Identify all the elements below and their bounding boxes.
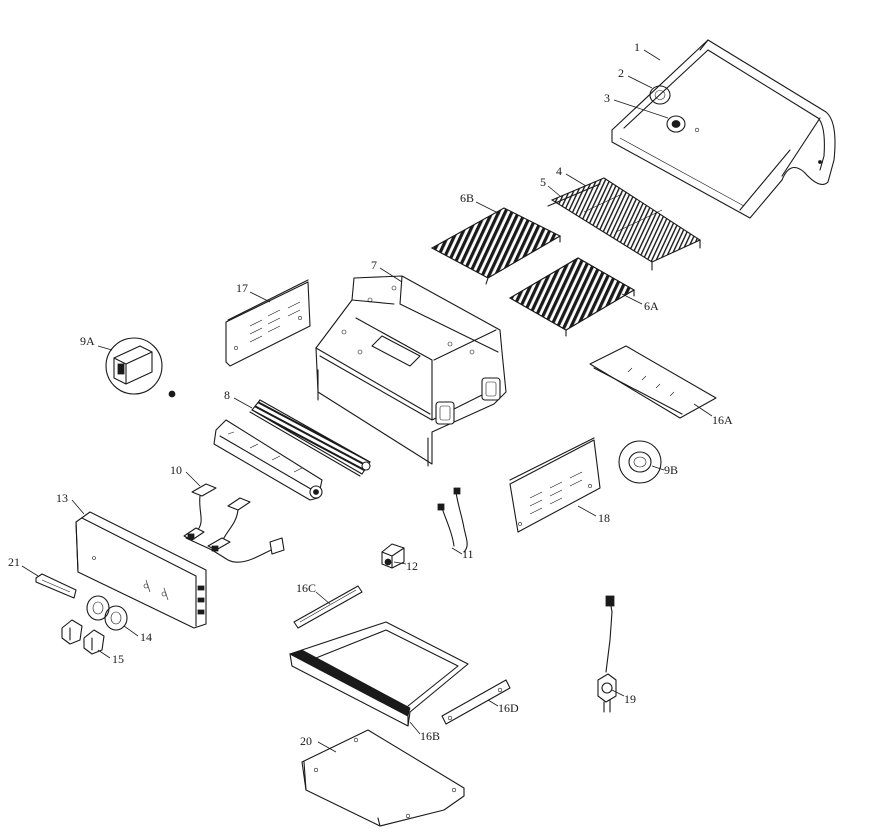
label-10: 10 — [170, 463, 182, 477]
callout-13: 13 — [56, 491, 85, 515]
label-16A: 16A — [712, 413, 733, 427]
callout-14: 14 — [123, 625, 152, 644]
callout-16A: 16A — [693, 403, 733, 427]
label-9B: 9B — [664, 463, 678, 477]
label-2: 2 — [618, 66, 624, 80]
callout-18: 18 — [577, 505, 610, 525]
label-18: 18 — [598, 511, 610, 525]
callout-2: 2 — [618, 66, 653, 89]
label-21: 21 — [8, 555, 20, 569]
logo-plate-part — [35, 573, 77, 599]
rear-heat-shield-part — [589, 345, 717, 419]
label-16D: 16D — [498, 701, 519, 715]
lid-part — [611, 39, 836, 219]
control-panel-part — [75, 511, 207, 629]
callout-11: 11 — [451, 547, 474, 561]
side-handle-right-part — [618, 440, 662, 484]
callout-6B: 6B — [460, 191, 501, 215]
label-15: 15 — [112, 652, 124, 666]
firebox-part — [315, 275, 507, 467]
label-11: 11 — [462, 547, 474, 561]
side-panel-left-part — [225, 279, 311, 367]
regulator-hose-part — [597, 595, 617, 713]
label-4: 4 — [556, 164, 562, 178]
side-panel-right-part — [509, 437, 601, 533]
grease-tray-rail-left-part — [293, 585, 363, 629]
callout-16D: 16D — [487, 699, 519, 715]
callout-7: 7 — [371, 258, 403, 283]
control-bezel-part — [86, 595, 128, 631]
label-17: 17 — [236, 281, 248, 295]
callout-1: 1 — [634, 40, 661, 61]
callout-16B: 16B — [409, 721, 440, 743]
grease-tray-rail-right-part — [441, 679, 511, 725]
label-14: 14 — [140, 630, 152, 644]
callout-19: 19 — [611, 689, 636, 706]
callout-6A: 6A — [621, 293, 659, 313]
temperature-gauge-part — [649, 85, 671, 105]
callout-4: 4 — [556, 164, 587, 187]
callout-9B: 9B — [651, 463, 678, 477]
ignition-wires-part — [437, 487, 468, 553]
label-6A: 6A — [644, 299, 659, 313]
grease-tray-part — [288, 621, 469, 727]
heat-plate-part — [249, 399, 371, 477]
label-16C: 16C — [296, 581, 316, 595]
cooking-grate-right-part — [508, 257, 636, 337]
callout-17: 17 — [236, 281, 271, 303]
callout-12: 12 — [393, 559, 418, 573]
control-knob-part — [61, 619, 105, 655]
label-5: 5 — [540, 175, 546, 189]
label-7: 7 — [371, 258, 377, 272]
callout-15: 15 — [97, 649, 124, 666]
lid-badge-part — [666, 115, 700, 133]
callout-16C: 16C — [296, 581, 331, 605]
burner-assembly-part — [213, 419, 371, 501]
callout-8: 8 — [224, 388, 253, 409]
label-16B: 16B — [420, 729, 440, 743]
callout-20: 20 — [300, 734, 337, 753]
label-1: 1 — [634, 40, 640, 54]
callout-10: 10 — [170, 463, 201, 487]
side-handle-left-part — [105, 337, 176, 398]
label-6B: 6B — [460, 191, 474, 205]
bottom-shelf-part — [301, 729, 465, 827]
callout-21: 21 — [8, 555, 39, 577]
valve-manifold-part — [183, 483, 285, 563]
callout-5: 5 — [540, 175, 561, 197]
callout-3: 3 — [604, 91, 669, 119]
callout-9A: 9A — [80, 334, 113, 351]
label-20: 20 — [300, 734, 312, 748]
label-13: 13 — [56, 491, 68, 505]
label-3: 3 — [604, 91, 610, 105]
igniter-part — [381, 543, 405, 569]
label-9A: 9A — [80, 334, 95, 348]
label-8: 8 — [224, 388, 230, 402]
label-12: 12 — [406, 559, 418, 573]
part-callouts: 1 2 3 4 5 6B 6A 7 17 9A 8 16A 9B 10 13 1… — [8, 40, 733, 753]
label-19: 19 — [624, 692, 636, 706]
cooking-grate-left-part — [430, 207, 562, 285]
warming-rack-part — [547, 177, 702, 271]
